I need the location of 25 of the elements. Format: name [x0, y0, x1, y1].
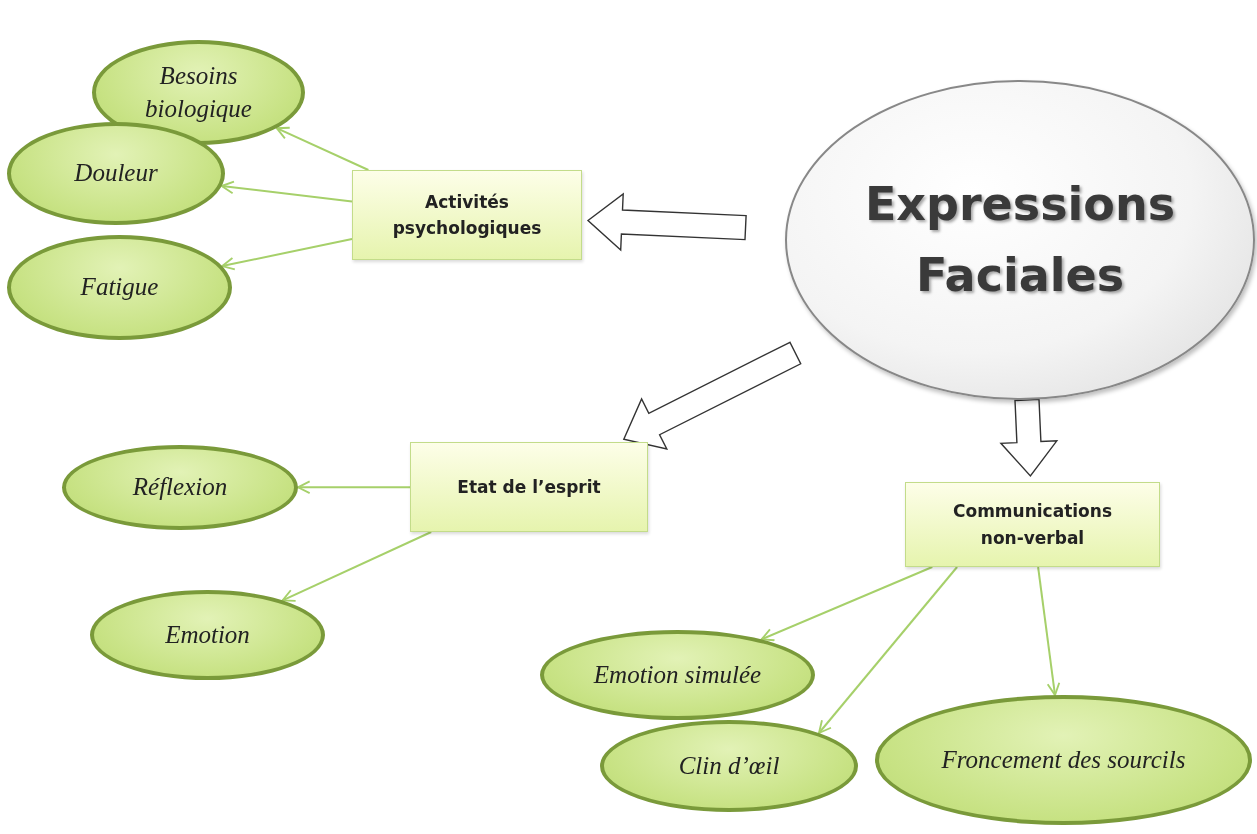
- arrow: [297, 480, 411, 495]
- category-box: [410, 442, 648, 532]
- category-box: [905, 482, 1160, 567]
- arrow: [275, 126, 370, 171]
- category-box: [352, 170, 582, 260]
- node-label: Besoins biologique: [144, 61, 253, 124]
- node-label: Emotion: [164, 619, 251, 650]
- arrow: [221, 238, 353, 271]
- arrow: [760, 566, 934, 642]
- node-label: Etat de l’esprit: [456, 475, 602, 499]
- node-label: Clin d’œil: [677, 750, 781, 781]
- node-label: Réflexion: [131, 472, 229, 503]
- node-label: Froncement des sourcils: [940, 744, 1187, 775]
- node-label: Activités psychologiques: [391, 190, 543, 240]
- node-label: Douleur: [73, 158, 159, 189]
- node-label: Expressions Faciales: [863, 175, 1177, 304]
- arrow: [1037, 566, 1061, 697]
- arrow: [281, 531, 433, 602]
- node-label: Emotion simulée: [592, 659, 763, 690]
- node-label: Communications non-verbal: [952, 500, 1113, 550]
- block-arrow: [999, 398, 1059, 478]
- block-arrow: [622, 341, 802, 450]
- node-label: Fatigue: [79, 272, 160, 303]
- block-arrow: [586, 192, 747, 252]
- arrow: [818, 566, 959, 734]
